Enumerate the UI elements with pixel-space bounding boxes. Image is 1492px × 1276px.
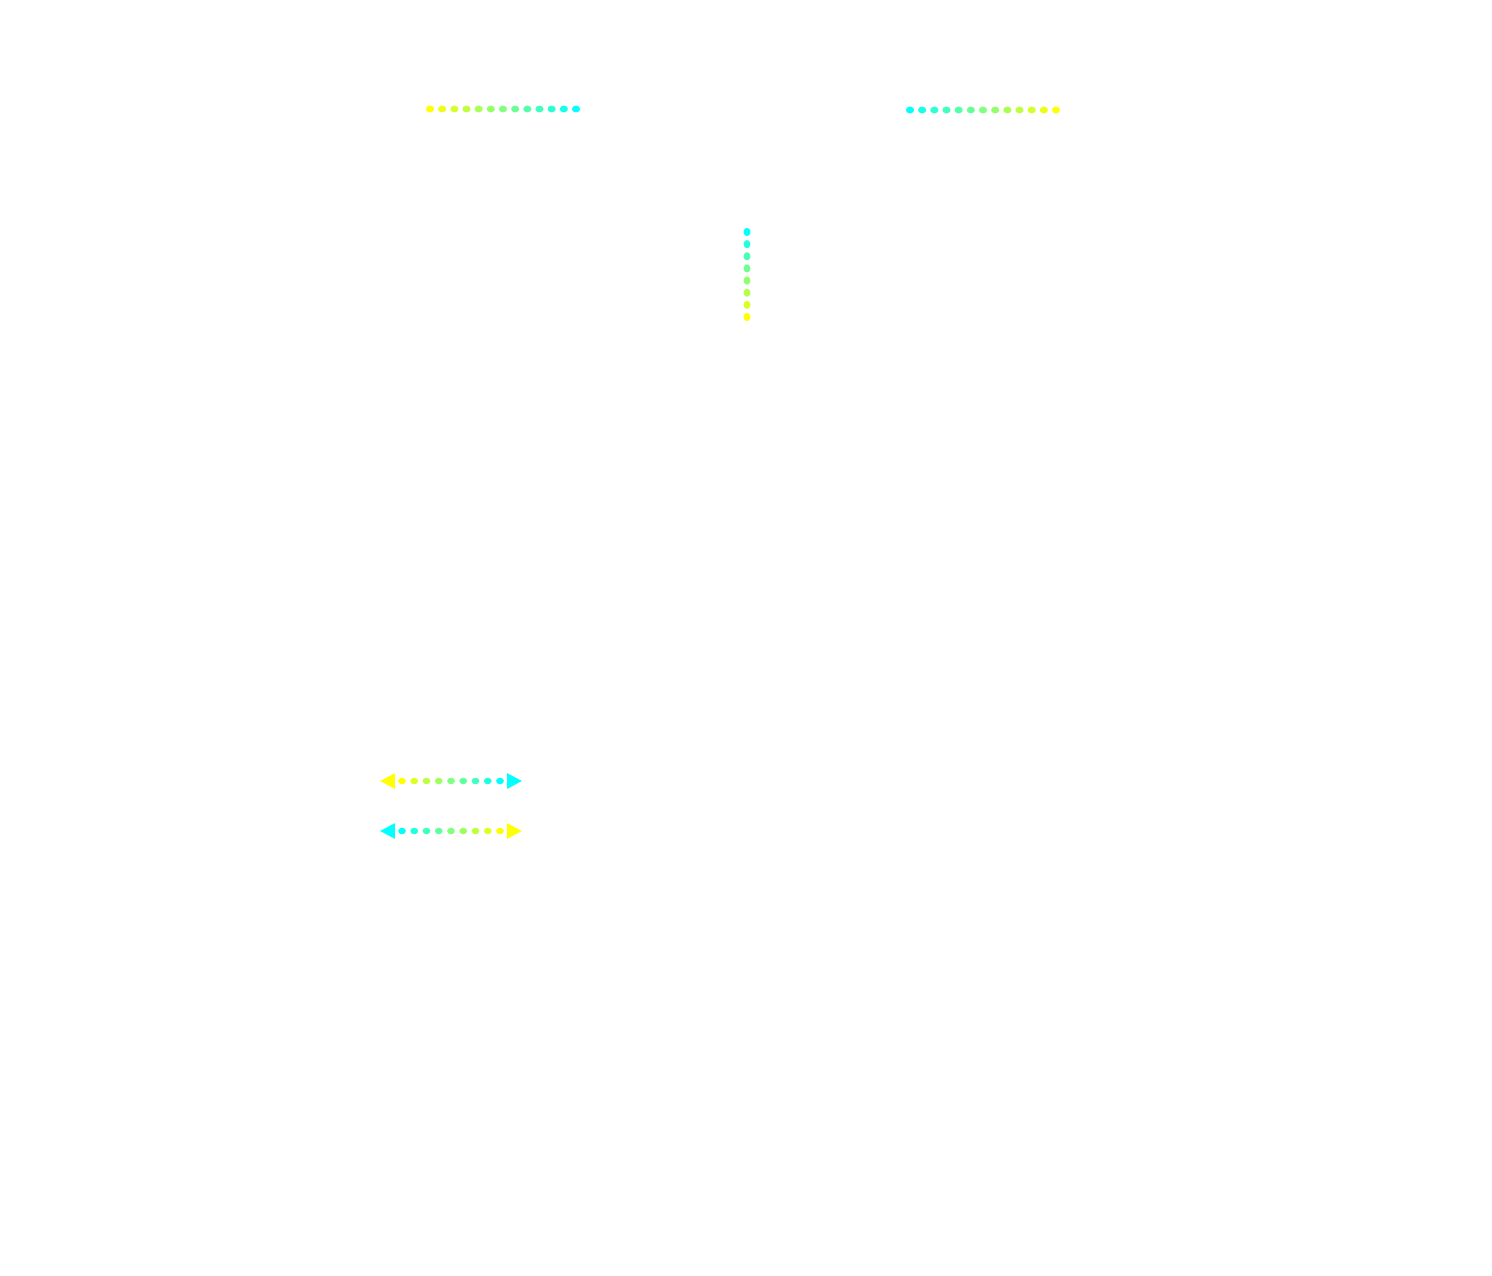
legend-arrow-cyan-to-yellow-arrowhead-left — [380, 823, 395, 839]
connector-top-left-dot — [547, 105, 556, 113]
connector-top-right-dot — [942, 106, 951, 114]
legend-arrow-cyan-to-yellow-dot — [483, 827, 492, 835]
connector-top-right-dot — [1003, 106, 1012, 114]
connector-top-right-dot — [1015, 106, 1024, 114]
connector-top-right-dot — [1027, 106, 1036, 114]
legend-arrow-yellow-to-cyan-dot — [447, 777, 455, 785]
legend-arrow-yellow-to-cyan-dot — [496, 777, 504, 785]
legend-arrow-cyan-to-yellow-dot — [422, 827, 431, 835]
connector-center-vertical-dot — [743, 252, 751, 261]
connector-center-vertical-dot — [743, 276, 751, 285]
legend-arrow-cyan-to-yellow-arrowhead-right — [507, 823, 522, 839]
connector-top-right-dot — [930, 106, 939, 114]
legend-arrow-cyan-to-yellow — [380, 823, 522, 839]
connector-center-vertical-dot — [743, 240, 751, 249]
connector-top-left-dot — [559, 105, 568, 113]
connector-top-right-dot — [979, 106, 987, 114]
connector-top-right — [906, 106, 1060, 114]
legend-arrow-yellow-to-cyan-dot — [398, 777, 406, 785]
connector-top-right-dot — [991, 106, 1000, 114]
legend-arrow-yellow-to-cyan-arrowhead-right — [507, 773, 522, 789]
legend-arrow-cyan-to-yellow-dot — [410, 827, 419, 835]
connector-top-left-dot — [499, 105, 507, 113]
connector-center-vertical-dot — [743, 313, 751, 321]
connector-center-vertical-dot — [743, 288, 751, 297]
connector-top-left — [426, 105, 580, 113]
legend-arrow-yellow-to-cyan-dot — [422, 777, 431, 785]
legend-arrow-yellow-to-cyan-arrowhead-left — [380, 773, 395, 789]
connector-center-vertical-dot — [743, 264, 751, 273]
connector-top-left-dot — [450, 105, 459, 113]
legend-arrow-yellow-to-cyan-dot — [471, 777, 480, 785]
connector-top-right-dot — [966, 106, 975, 114]
legend-arrow-cyan-to-yellow-dot — [447, 827, 455, 835]
connector-top-left-dot — [474, 105, 483, 113]
legend-arrow-yellow-to-cyan-dot — [459, 777, 468, 785]
connector-center-vertical-dot — [743, 228, 751, 236]
connector-top-left-dot — [535, 105, 544, 113]
connector-center-vertical — [743, 228, 751, 321]
connector-center-vertical-dot — [743, 300, 751, 309]
legend-arrow-cyan-to-yellow-dot — [496, 827, 504, 835]
connector-top-left-dot — [486, 105, 495, 113]
connector-top-right-dot — [954, 106, 963, 114]
connector-top-right-dot — [1052, 106, 1060, 114]
connector-top-right-dot — [918, 106, 927, 114]
legend-arrow-cyan-to-yellow-dot — [459, 827, 468, 835]
legend-arrow-yellow-to-cyan-dot — [483, 777, 492, 785]
legend-arrow-cyan-to-yellow-dot — [471, 827, 480, 835]
connector-top-left-dot — [511, 105, 520, 113]
connector-top-left-dot — [426, 105, 434, 113]
legend-arrow-yellow-to-cyan-dot — [434, 777, 443, 785]
legend-arrow-cyan-to-yellow-dot — [398, 827, 406, 835]
connector-top-right-dot — [1039, 106, 1048, 114]
connector-top-left-dot — [462, 105, 471, 113]
connector-top-left-dot — [438, 105, 447, 113]
legend-arrow-yellow-to-cyan-dot — [410, 777, 419, 785]
legend-arrow-cyan-to-yellow-dot — [434, 827, 443, 835]
connector-top-left-dot — [523, 105, 532, 113]
legend-arrow-yellow-to-cyan — [380, 773, 522, 789]
connector-top-right-dot — [906, 106, 914, 114]
connector-top-left-dot — [572, 105, 580, 113]
